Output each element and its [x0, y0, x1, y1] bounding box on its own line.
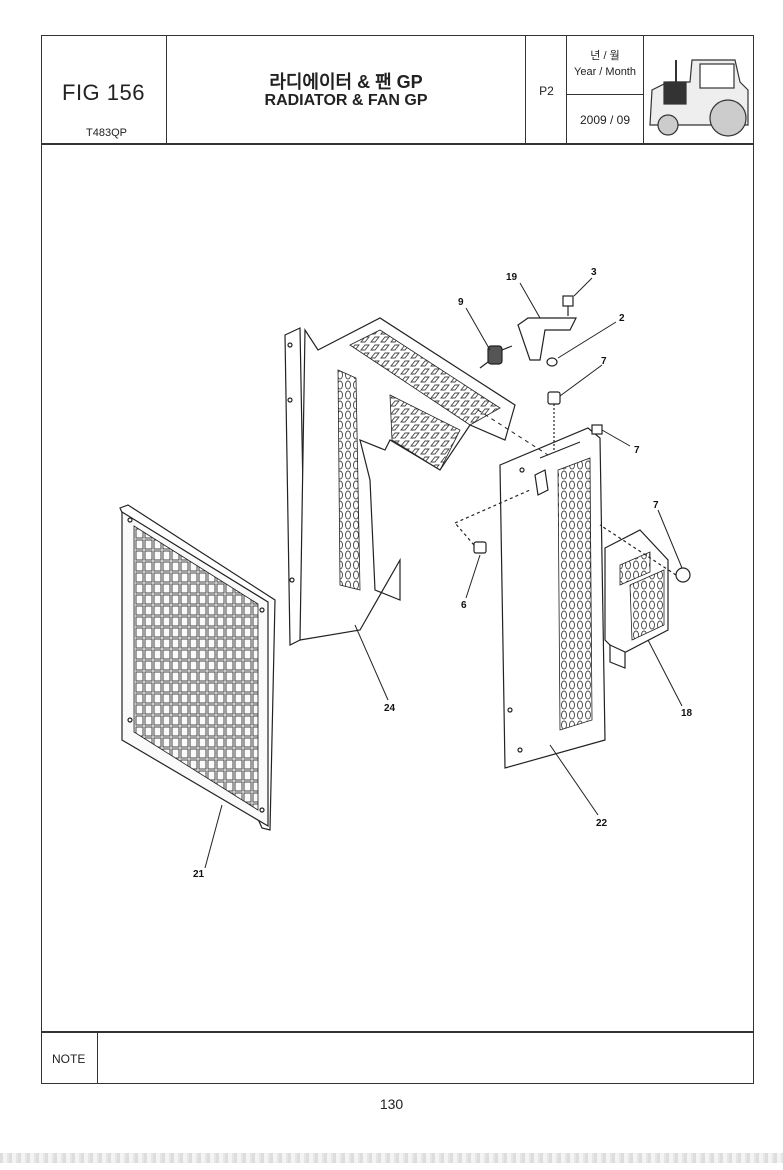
callout-22: 22 — [596, 818, 608, 829]
callout-7-upper: 7 — [601, 356, 607, 367]
part-24-left-shroud — [284, 317, 516, 646]
title-english: RADIATOR & FAN GP — [264, 92, 428, 109]
note-divider — [97, 1031, 98, 1084]
header-bottom-line — [41, 143, 754, 145]
part-19-bracket — [517, 317, 577, 361]
note-top-line — [41, 1031, 754, 1033]
callout-7-side: 7 — [634, 445, 640, 456]
scan-artifact-strip — [0, 1153, 783, 1163]
header-divider-3 — [566, 35, 567, 143]
callout-21: 21 — [193, 869, 205, 880]
model-code: T483QP — [86, 127, 127, 139]
note-label: NOTE — [52, 1052, 86, 1066]
callout-3: 3 — [591, 267, 597, 278]
page-number: 130 — [379, 1096, 404, 1112]
part-7-bolt-side — [591, 424, 603, 435]
part-6-bolt — [454, 489, 531, 554]
part-21-front-grille — [119, 504, 276, 831]
header-divider-2 — [525, 35, 526, 143]
part-3-bolt — [562, 295, 574, 316]
year-month-divider — [566, 94, 643, 95]
part-9-mount — [479, 345, 513, 369]
header-divider-1 — [166, 35, 167, 143]
title-korean: 라디에이터 & 팬 GP — [269, 72, 423, 92]
alignment-line — [477, 409, 549, 456]
callout-19: 19 — [506, 272, 518, 283]
tractor-icon — [649, 59, 749, 137]
fig-label: FIG 156 — [62, 80, 145, 105]
part-7-bolt-lower — [599, 524, 691, 583]
page-code: P2 — [539, 84, 554, 98]
page-frame — [41, 35, 754, 1084]
part-7-bolt-upper — [547, 391, 561, 450]
part-2-washer — [546, 357, 558, 367]
callout-6: 6 — [461, 600, 467, 611]
part-22-right-panel — [499, 427, 606, 769]
leader-lines — [204, 277, 683, 869]
year-month-label-korean: 년 / 월 — [590, 50, 620, 62]
year-month-label-english: Year / Month — [574, 66, 636, 78]
callout-7-lower: 7 — [653, 500, 659, 511]
callout-24: 24 — [384, 703, 396, 714]
header-divider-4 — [643, 35, 644, 143]
part-18-cover — [604, 529, 669, 669]
callout-2: 2 — [619, 313, 625, 324]
callout-9: 9 — [458, 297, 464, 308]
callout-18: 18 — [681, 708, 693, 719]
year-month-value: 2009 / 09 — [579, 113, 631, 127]
